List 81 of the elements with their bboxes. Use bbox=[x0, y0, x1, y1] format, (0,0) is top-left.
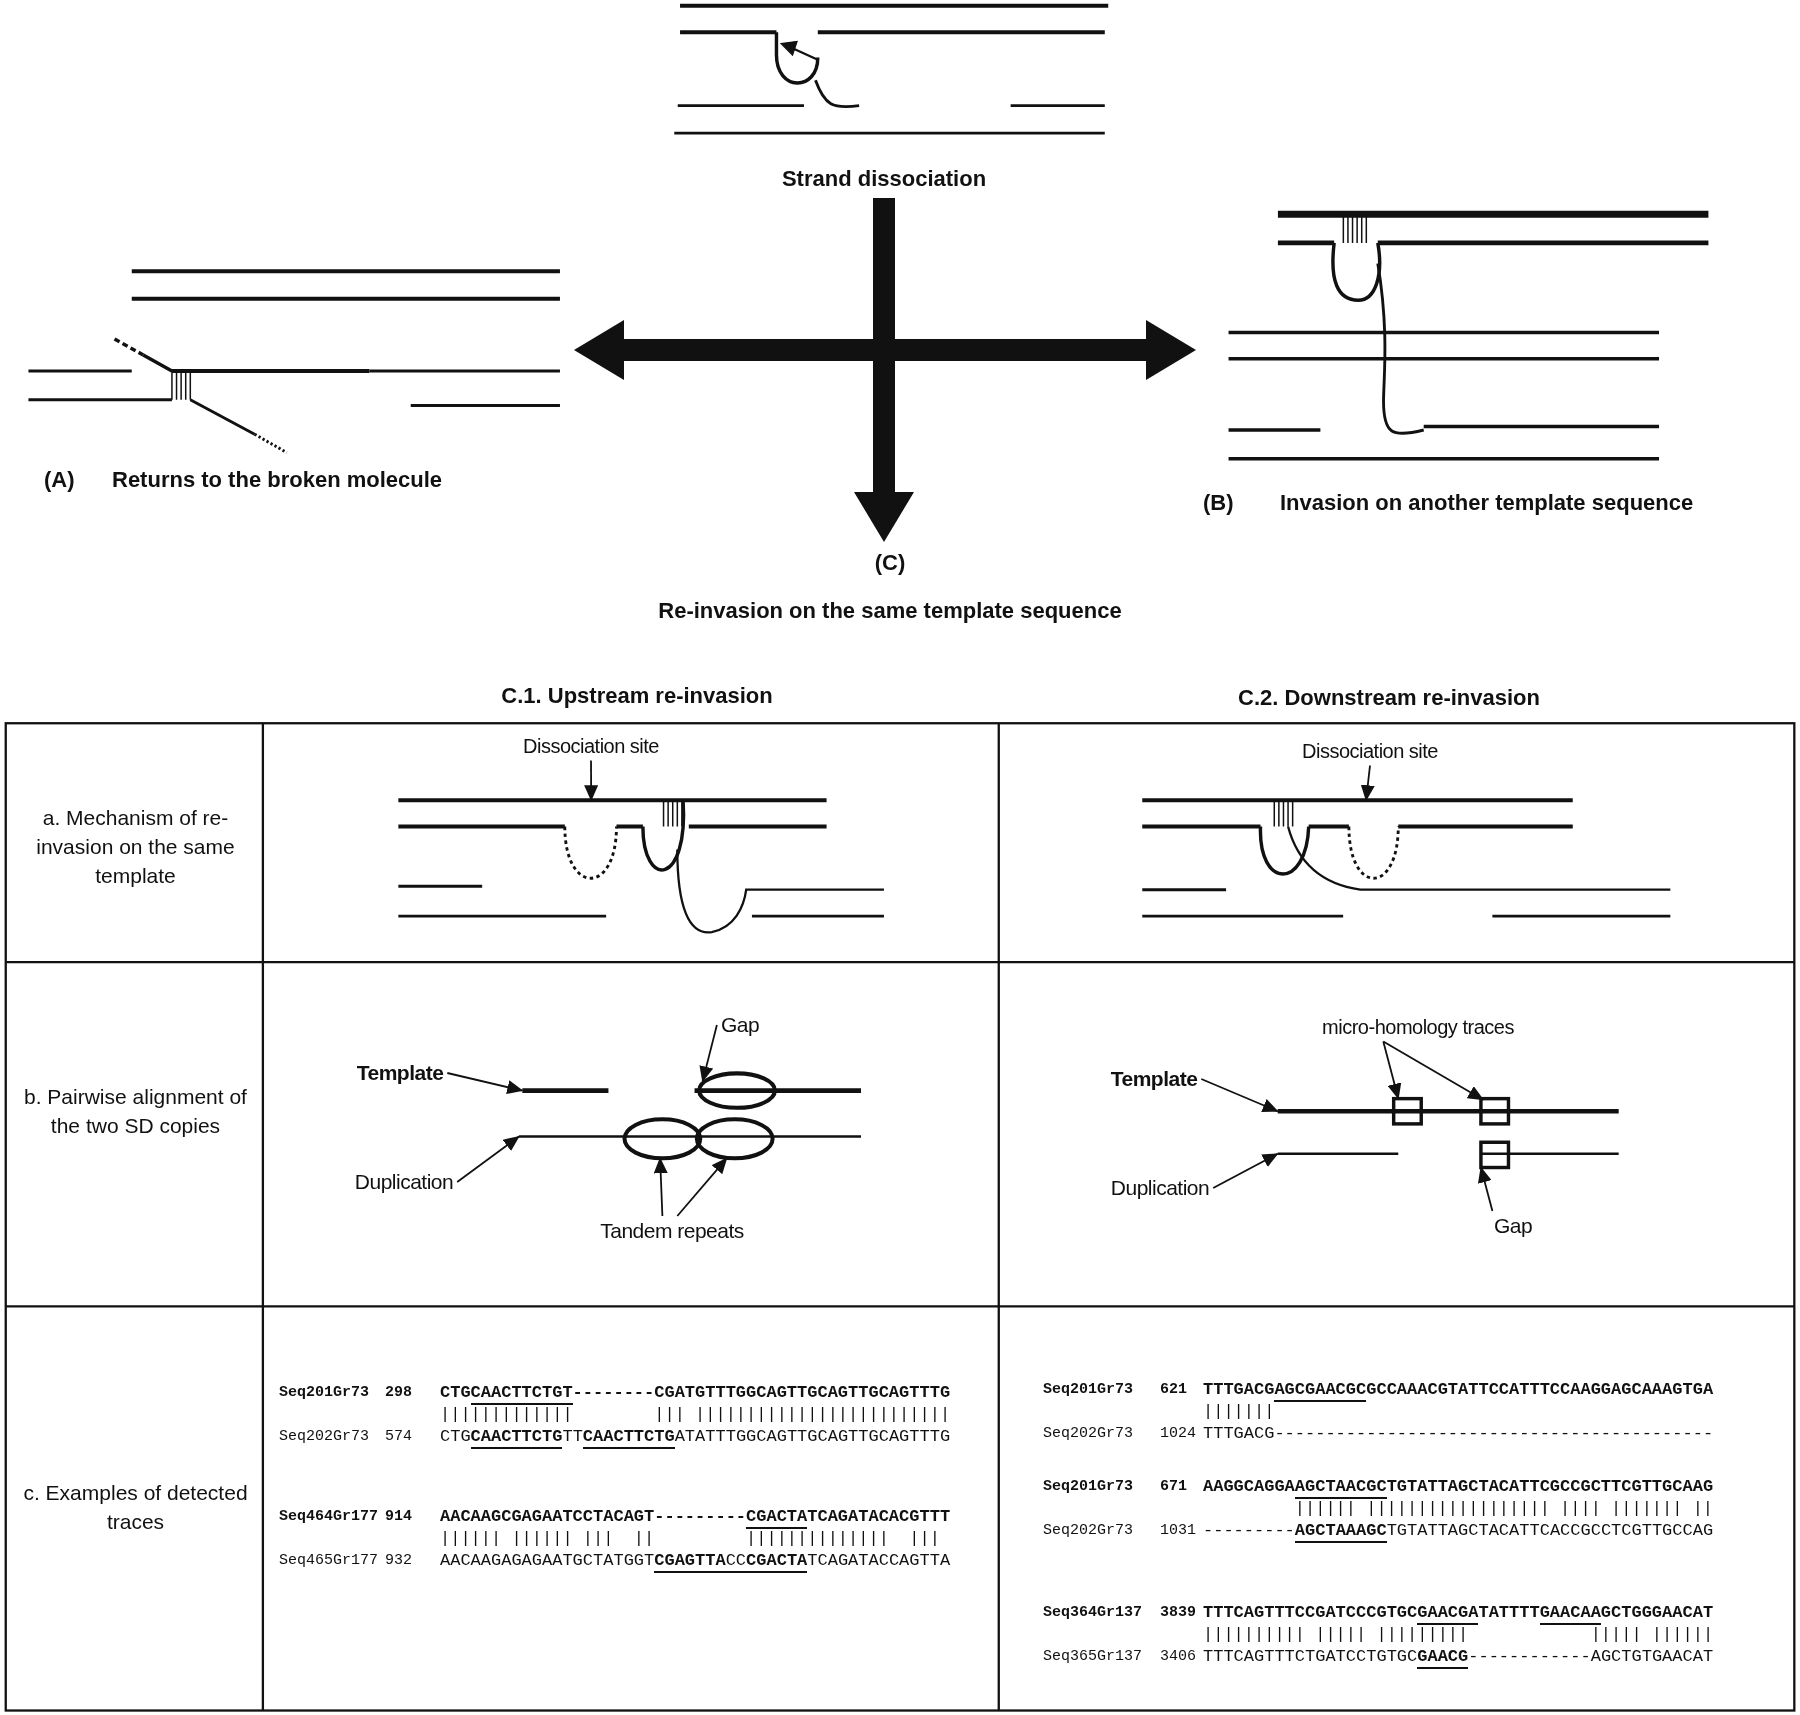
leader-label: Gap bbox=[720, 1013, 760, 1037]
match-bars: ||||||| bbox=[1203, 1402, 1275, 1422]
match-bars: |||||||||| ||||| ||||||||| ||||| |||||| bbox=[1203, 1625, 1714, 1645]
column-header: C.2. Downstream re-invasion bbox=[1238, 685, 1540, 711]
sequence-name: Seq202Gr73 bbox=[1043, 1424, 1133, 1444]
sequence-text: TTTCAGTTTCTGATCCTGTGCGAACG------------AGCTGTGAACAT bbox=[1203, 1647, 1714, 1667]
sequence-name: Seq201Gr73 bbox=[1043, 1380, 1133, 1400]
match-bars: |||||| |||||| ||| || |||||||||||||| ||| bbox=[440, 1529, 940, 1549]
square-mark bbox=[1479, 1140, 1511, 1170]
panel-title: Returns to the broken molecule bbox=[112, 467, 443, 493]
sequence-name: Seq202Gr73 bbox=[1043, 1521, 1133, 1541]
panel-title: Strand dissociation bbox=[781, 166, 987, 192]
strand-line bbox=[1277, 1152, 1399, 1155]
sequence-text: TTTCAGTTTCCGATCCCGTGCGAACGATATTTTGAACAAGCTGGGAACAT bbox=[1203, 1603, 1714, 1623]
match-bars: |||||| |||||||||||||||||| |||| ||||||| || bbox=[1294, 1499, 1714, 1519]
strand-line bbox=[398, 798, 827, 803]
leader-label: Template bbox=[356, 1061, 444, 1085]
sequence-text: AAGGCAGGAAGCTAACGCTGTATTAGCTACATTCGCCGCTTCGTTGCAAG bbox=[1203, 1477, 1714, 1497]
sequence-text: ---------AGCTAAAGCTGTATTAGCTACATTCACCGCCTCGTTGCCAG bbox=[1203, 1521, 1714, 1541]
sequence-position: 671 bbox=[1160, 1477, 1187, 1497]
sequence-position: 3839 bbox=[1160, 1603, 1196, 1623]
leader-label: Gap bbox=[1493, 1214, 1533, 1238]
column-header: C.1. Upstream re-invasion bbox=[501, 683, 773, 709]
sequence-position: 932 bbox=[385, 1551, 412, 1571]
leader-line bbox=[676, 1157, 728, 1217]
sequence-position: 1031 bbox=[1160, 1521, 1196, 1541]
sequence-position: 574 bbox=[385, 1427, 412, 1447]
sequence-text: AACAAGCGAGAATCCTACAGT---------CGACTATCAGATACACGTTT bbox=[440, 1507, 951, 1527]
strand-line bbox=[1142, 798, 1573, 803]
row-header: c. Examples of detected traces bbox=[22, 1480, 249, 1535]
loop-ellipse bbox=[694, 1117, 775, 1161]
sequence-text: TTTGACG------------------------------------------- bbox=[1203, 1424, 1714, 1444]
leader-label: Dissociation site bbox=[523, 734, 659, 758]
loop-ellipse bbox=[622, 1117, 703, 1161]
sequence-position: 914 bbox=[385, 1507, 412, 1527]
panel-title: Re-invasion on the same template sequence bbox=[658, 598, 1122, 624]
leader-line bbox=[1382, 1040, 1485, 1101]
sequence-position: 298 bbox=[385, 1383, 412, 1403]
leader-line bbox=[1382, 1040, 1402, 1100]
sequence-position: 1024 bbox=[1160, 1424, 1196, 1444]
strand-line bbox=[518, 1135, 861, 1138]
leader-line bbox=[1360, 764, 1375, 802]
leader-line bbox=[653, 1157, 668, 1217]
loop-ellipse bbox=[697, 1071, 777, 1110]
sequence-text: CTGCAACTTCTGTTCAACTTCTGATATTTGGCAGTTGCAGTTGCAGTTTG bbox=[440, 1427, 951, 1447]
leader-line bbox=[1200, 1078, 1279, 1113]
sequence-text: AACAAGAGAGAATGCTATGGTCGAGTTACCCGACTATCAGATACCAGTTA bbox=[440, 1551, 951, 1571]
leader-label: Duplication bbox=[354, 1170, 454, 1194]
sequence-name: Seq365Gr137 bbox=[1043, 1647, 1143, 1667]
sequence-text: CTGCAACTTCTGT--------CGATGTTTGGCAGTTGCAGTTGCAGTTTG bbox=[440, 1383, 951, 1403]
sequence-name: Seq201Gr73 bbox=[279, 1383, 369, 1403]
square-mark bbox=[1391, 1096, 1423, 1126]
sequence-position: 621 bbox=[1160, 1380, 1187, 1400]
leader-line bbox=[456, 1135, 520, 1183]
leader-label: Duplication bbox=[1110, 1176, 1210, 1200]
sequence-name: Seq464Gr177 bbox=[279, 1507, 379, 1527]
leader-line bbox=[1477, 1166, 1494, 1212]
sequence-name: Seq364Gr137 bbox=[1043, 1603, 1143, 1623]
leader-label: Template bbox=[1110, 1067, 1198, 1091]
leader-line bbox=[699, 1024, 718, 1083]
panel-letter: (C) bbox=[874, 550, 906, 576]
match-bars: ||||||||||||| ||| ||||||||||||||||||||||||| bbox=[440, 1405, 951, 1425]
strand-line bbox=[1277, 1108, 1619, 1114]
panel-letter: (B) bbox=[1203, 490, 1234, 516]
leader-label: Dissociation site bbox=[1302, 739, 1438, 763]
leader-label: Tandem repeats bbox=[600, 1219, 744, 1243]
strand-line bbox=[522, 1088, 609, 1093]
panel-title: Invasion on another template sequence bbox=[1280, 490, 1694, 516]
square-mark bbox=[1479, 1096, 1511, 1126]
sequence-name: Seq202Gr73 bbox=[279, 1427, 369, 1447]
panel-letter: (A) bbox=[44, 467, 75, 493]
leader-label: micro-homology traces bbox=[1322, 1015, 1514, 1039]
sequence-name: Seq465Gr177 bbox=[279, 1551, 379, 1571]
row-header: a. Mechanism of re-invasion on the same template bbox=[35, 805, 236, 889]
sequence-position: 3406 bbox=[1160, 1647, 1196, 1667]
sequence-name: Seq201Gr73 bbox=[1043, 1477, 1133, 1497]
leader-line bbox=[446, 1072, 524, 1094]
leader-line bbox=[1212, 1152, 1279, 1189]
leader-line bbox=[584, 759, 599, 802]
row-header: b. Pairwise alignment of the two SD copies bbox=[23, 1084, 248, 1139]
sequence-text: TTTGACGAGCGAACGCGCCAAACGTATTCCATTTCCAAGGAGCAAAGTGA bbox=[1203, 1380, 1714, 1400]
